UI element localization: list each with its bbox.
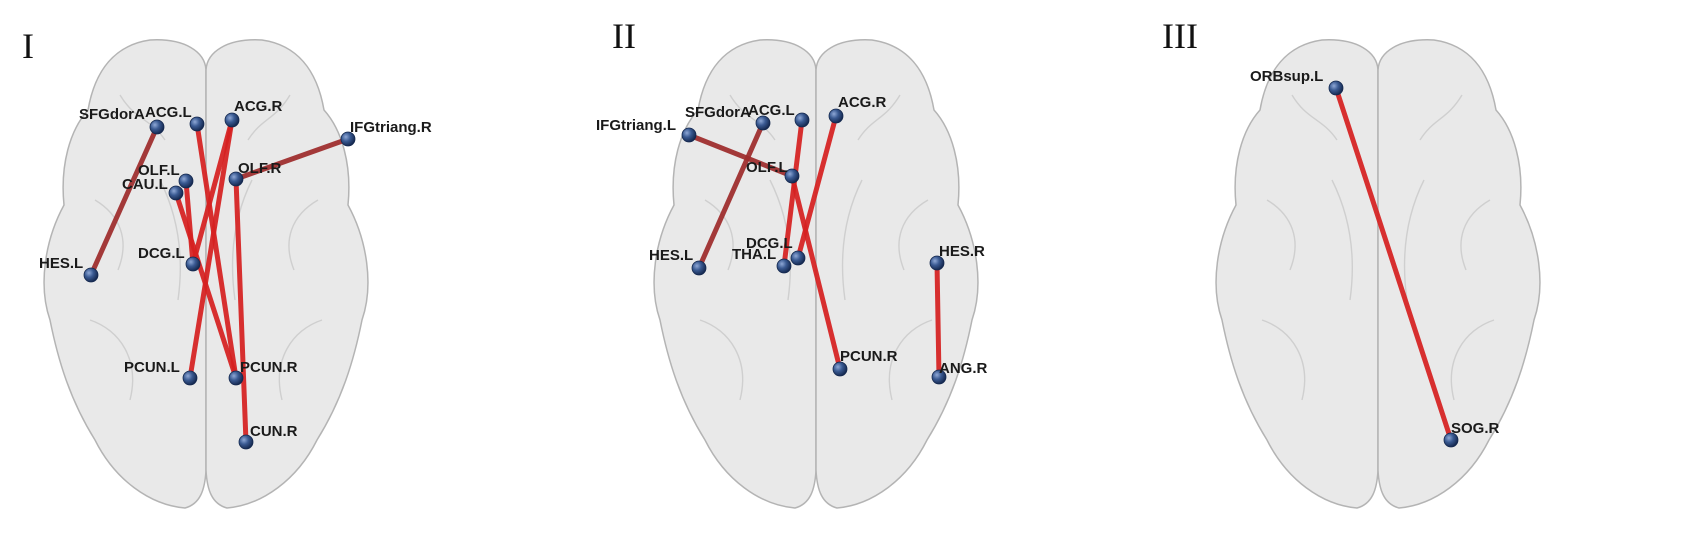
edge-ii-sfgdor-l-hes-l xyxy=(696,120,766,271)
node-iii-orbsup-l xyxy=(1328,80,1344,96)
node-label-ii-dcg-l: DCG.L xyxy=(746,235,793,252)
node-i-cau-l xyxy=(168,185,184,201)
node-label-ii-ang-r: ANG.R xyxy=(939,360,988,377)
edge-ii-acg-l-tha-l xyxy=(781,117,805,269)
nodes-layer xyxy=(83,80,1459,450)
edge-i-sfgdor-l-hes-l xyxy=(88,124,160,278)
edge-ii-ifgtriang-l-olf-l xyxy=(686,132,795,179)
node-label-i-sfgdor-l: SFGdorA xyxy=(79,106,145,123)
node-i-acg-r xyxy=(224,112,240,128)
node-label-ii-sfgdor-l: SFGdorA xyxy=(685,104,751,121)
node-label-i-pcun-r: PCUN.R xyxy=(240,359,298,376)
node-ii-acg-r xyxy=(828,108,844,124)
node-label-iii-orbsup-l: ORBsup.L xyxy=(1250,68,1323,85)
node-label-i-acg-l: ACG.L xyxy=(145,104,192,121)
node-label-ii-ifgtriang-l: IFGtriang.L xyxy=(596,117,676,134)
node-ii-olf-l xyxy=(784,168,800,184)
node-ii-pcun-r xyxy=(832,361,848,377)
node-i-pcun-r xyxy=(228,370,244,386)
panel-label-2: II xyxy=(612,16,636,56)
node-label-iii-sog-r: SOG.R xyxy=(1451,420,1500,437)
panel-label-1: I xyxy=(22,26,34,66)
edge-i-cau-l-pcun-r xyxy=(173,190,239,381)
node-label-i-hes-l: HES.L xyxy=(39,255,83,272)
node-i-ifgtriang-r xyxy=(340,131,356,147)
edge-i-acg-l-pcun-r xyxy=(194,121,239,381)
edge-ii-olf-l-pcun-r xyxy=(789,173,843,372)
node-ii-ang-r xyxy=(931,369,947,385)
node-i-olf-r xyxy=(228,171,244,187)
node-iii-sog-r xyxy=(1443,432,1459,448)
edge-i-ifgtriang-r-olf-r xyxy=(233,136,351,182)
node-label-i-cun-r: CUN.R xyxy=(250,423,298,440)
node-label-i-olf-l: OLF.L xyxy=(138,162,180,179)
edge-i-acg-r-pcun-l xyxy=(187,117,235,381)
node-ii-hes-l xyxy=(691,260,707,276)
panel-label-3: III xyxy=(1162,16,1198,56)
node-label-ii-tha-l: THA.L xyxy=(732,246,776,263)
node-label-i-ifgtriang-r: IFGtriang.R xyxy=(350,119,432,136)
node-label-i-cau-l: CAU.L xyxy=(122,176,168,193)
node-ii-sfgdor-l xyxy=(755,115,771,131)
edge-i-olf-l-dcg-l xyxy=(183,178,196,267)
node-i-dcg-l xyxy=(185,256,201,272)
edge-i-acg-r-dcg-l xyxy=(190,117,235,267)
node-ii-tha-l xyxy=(776,258,792,274)
edge-i-olf-r-cun-r xyxy=(233,176,249,445)
brain-outline-panel-2 xyxy=(653,39,979,509)
node-i-pcun-l xyxy=(182,370,198,386)
node-label-i-acg-r: ACG.R xyxy=(234,98,283,115)
node-ii-hes-r xyxy=(929,255,945,271)
node-label-ii-hes-r: HES.R xyxy=(939,243,985,260)
node-ii-acg-l xyxy=(794,112,810,128)
node-label-ii-pcun-r: PCUN.R xyxy=(840,348,898,365)
edge-ii-hes-r-ang-r xyxy=(934,260,942,380)
node-label-i-pcun-l: PCUN.L xyxy=(124,359,180,376)
node-label-i-dcg-l: DCG.L xyxy=(138,245,185,262)
node-label-ii-hes-l: HES.L xyxy=(649,247,693,264)
node-label-i-olf-r: OLF.R xyxy=(238,160,281,177)
node-label-ii-acg-l: ACG.L xyxy=(748,102,795,119)
edges-layer xyxy=(88,85,1454,445)
node-i-cun-r xyxy=(238,434,254,450)
node-i-sfgdor-l xyxy=(149,119,165,135)
node-i-hes-l xyxy=(83,267,99,283)
node-label-ii-acg-r: ACG.R xyxy=(838,94,887,111)
edge-iii-orbsup-l-sog-r xyxy=(1333,85,1454,443)
node-label-ii-olf-l: OLF.L xyxy=(746,159,788,176)
node-ii-ifgtriang-l xyxy=(681,127,697,143)
brain-outline-panel-3 xyxy=(1215,39,1541,509)
node-ii-dcg-l xyxy=(790,250,806,266)
node-i-acg-l xyxy=(189,116,205,132)
node-i-olf-l xyxy=(178,173,194,189)
